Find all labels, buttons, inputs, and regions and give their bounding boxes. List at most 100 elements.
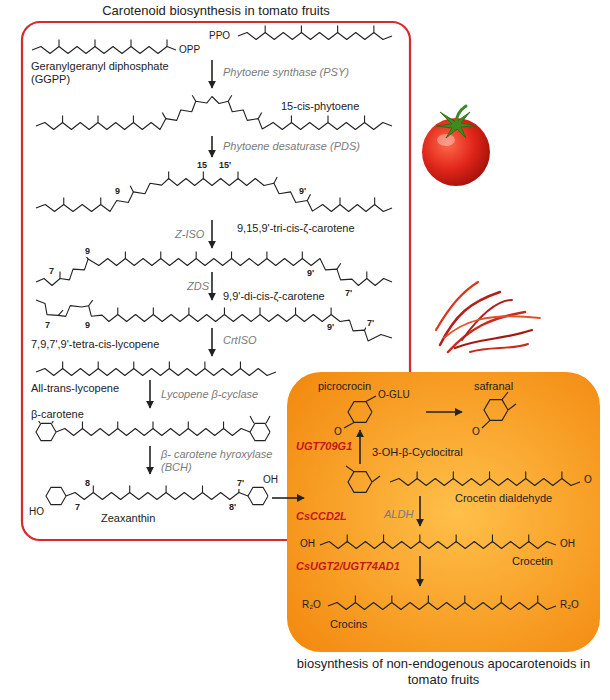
- methyl-bond: [153, 308, 154, 315]
- carbon-number: 7: [74, 502, 81, 513]
- compound-name: safranal: [474, 380, 513, 393]
- panel-heading: Carotenoid biosynthesis in tomato fruits: [22, 3, 410, 19]
- methyl-bond: [537, 596, 538, 603]
- methyl-bond: [169, 362, 170, 369]
- atom-label: OH: [300, 538, 315, 550]
- methyl-bond: [166, 486, 167, 493]
- methyl-bond: [302, 252, 303, 259]
- methyl-bond: [62, 362, 63, 369]
- methyl-bond: [327, 116, 328, 123]
- ring-structure: [250, 423, 270, 440]
- panel-shape: [287, 372, 600, 652]
- methyl-bond: [366, 272, 367, 279]
- ring-structure: [248, 487, 268, 504]
- panel-fill: [287, 372, 600, 652]
- methyl-bond: [240, 362, 241, 369]
- methyl-bond: [561, 472, 562, 479]
- tomato-shine: [437, 134, 455, 146]
- atom-label: OH: [560, 538, 575, 550]
- carbon-chain: [36, 300, 392, 341]
- carbon-number: 9': [326, 322, 335, 333]
- enzyme-name: ZDS: [186, 280, 210, 293]
- methyl-bond: [160, 252, 161, 259]
- carbon-number: 7': [236, 478, 245, 489]
- methyl-bond: [456, 535, 457, 542]
- saffron-thread: [444, 316, 540, 338]
- compound-name: 7,9,7',9'-tetra-cis-lycopene: [30, 338, 160, 351]
- reaction-arrow: [211, 272, 213, 300]
- methyl-bond: [94, 40, 95, 47]
- methyl-bond: [188, 308, 189, 315]
- atom-label: O: [584, 474, 592, 486]
- carbon-number: 7: [44, 320, 51, 331]
- atom-label: R₂O: [302, 599, 321, 611]
- reaction-arrow: [211, 220, 213, 248]
- methyl-bond: [528, 535, 529, 542]
- methyl-bond: [196, 252, 197, 259]
- methyl-bond: [337, 26, 338, 33]
- atom-label: R₂O: [560, 599, 579, 611]
- methyl-bond: [291, 116, 292, 123]
- methyl-bond: [482, 420, 490, 428]
- atom-label: PPO: [208, 30, 231, 42]
- methyl-bond: [192, 95, 196, 101]
- methyl-bond: [525, 472, 526, 479]
- carbon-number: 9: [84, 320, 91, 331]
- methyl-bond: [129, 486, 130, 493]
- gene-name: CsUGT2/UGT74AD1: [296, 560, 400, 573]
- methyl-bond: [100, 198, 101, 205]
- carbon-chain: [390, 479, 580, 486]
- methyl-bond: [344, 422, 354, 428]
- carbon-chain: [320, 542, 556, 549]
- saffron-thread: [470, 344, 528, 352]
- enzyme-name: CrtISO: [222, 334, 258, 347]
- methyl-bond: [125, 252, 126, 259]
- saffron-thread: [462, 300, 512, 340]
- methyl-bond: [82, 422, 83, 429]
- carbon-chain: [36, 97, 392, 130]
- atom-label: OH: [262, 474, 279, 486]
- ring-structure: [36, 423, 56, 440]
- methyl-bond: [166, 40, 167, 47]
- methyl-bond: [383, 535, 384, 542]
- methyl-bond: [372, 476, 380, 482]
- carbon-chain: [66, 493, 248, 500]
- methyl-bond: [133, 116, 134, 123]
- reaction-arrow: [211, 60, 213, 88]
- carbon-number: 7': [366, 318, 375, 329]
- compound-name: 9,15,9'-tri-cis-ζ-carotene: [236, 222, 356, 235]
- reaction-arrow: [419, 496, 421, 526]
- methyl-bond: [97, 116, 98, 123]
- reaction-arrow: [211, 136, 213, 157]
- atom-label: O-GLU: [378, 389, 410, 401]
- methyl-bond: [502, 392, 508, 400]
- methyl-bond: [265, 26, 266, 33]
- methyl-bond: [130, 186, 133, 192]
- atom-label: O: [472, 426, 480, 438]
- fruit-pictures: [422, 106, 540, 352]
- carbon-number: 9: [84, 246, 91, 257]
- methyl-bond: [391, 596, 392, 603]
- carbon-number: 9': [298, 186, 307, 197]
- carbon-number: 9': [306, 268, 315, 279]
- methyl-bond: [347, 535, 348, 542]
- carbon-chain: [238, 33, 392, 40]
- methyl-bond: [489, 472, 490, 479]
- methyl-bond: [59, 272, 60, 279]
- methyl-bond: [152, 422, 153, 429]
- enzyme-name: Phytoene desaturase (PDS): [222, 140, 361, 153]
- methyl-bond: [168, 172, 169, 179]
- methyl-bond: [58, 310, 63, 315]
- compound-name: All-trans-lycopene: [30, 382, 120, 395]
- enzyme-name: β- carotene hyroxylase (BCH): [160, 448, 287, 474]
- carbon-chain: [36, 179, 392, 212]
- methyl-bond: [346, 466, 354, 472]
- saffron-picture: [436, 282, 540, 352]
- methyl-bond: [339, 198, 340, 205]
- methyl-bond: [464, 596, 465, 603]
- methyl-bond: [93, 486, 94, 493]
- methyl-bond: [274, 177, 277, 183]
- methyl-bond: [307, 194, 310, 200]
- methyl-bond: [204, 362, 205, 369]
- enzyme-name: Lycopene β-cyclase: [160, 388, 259, 401]
